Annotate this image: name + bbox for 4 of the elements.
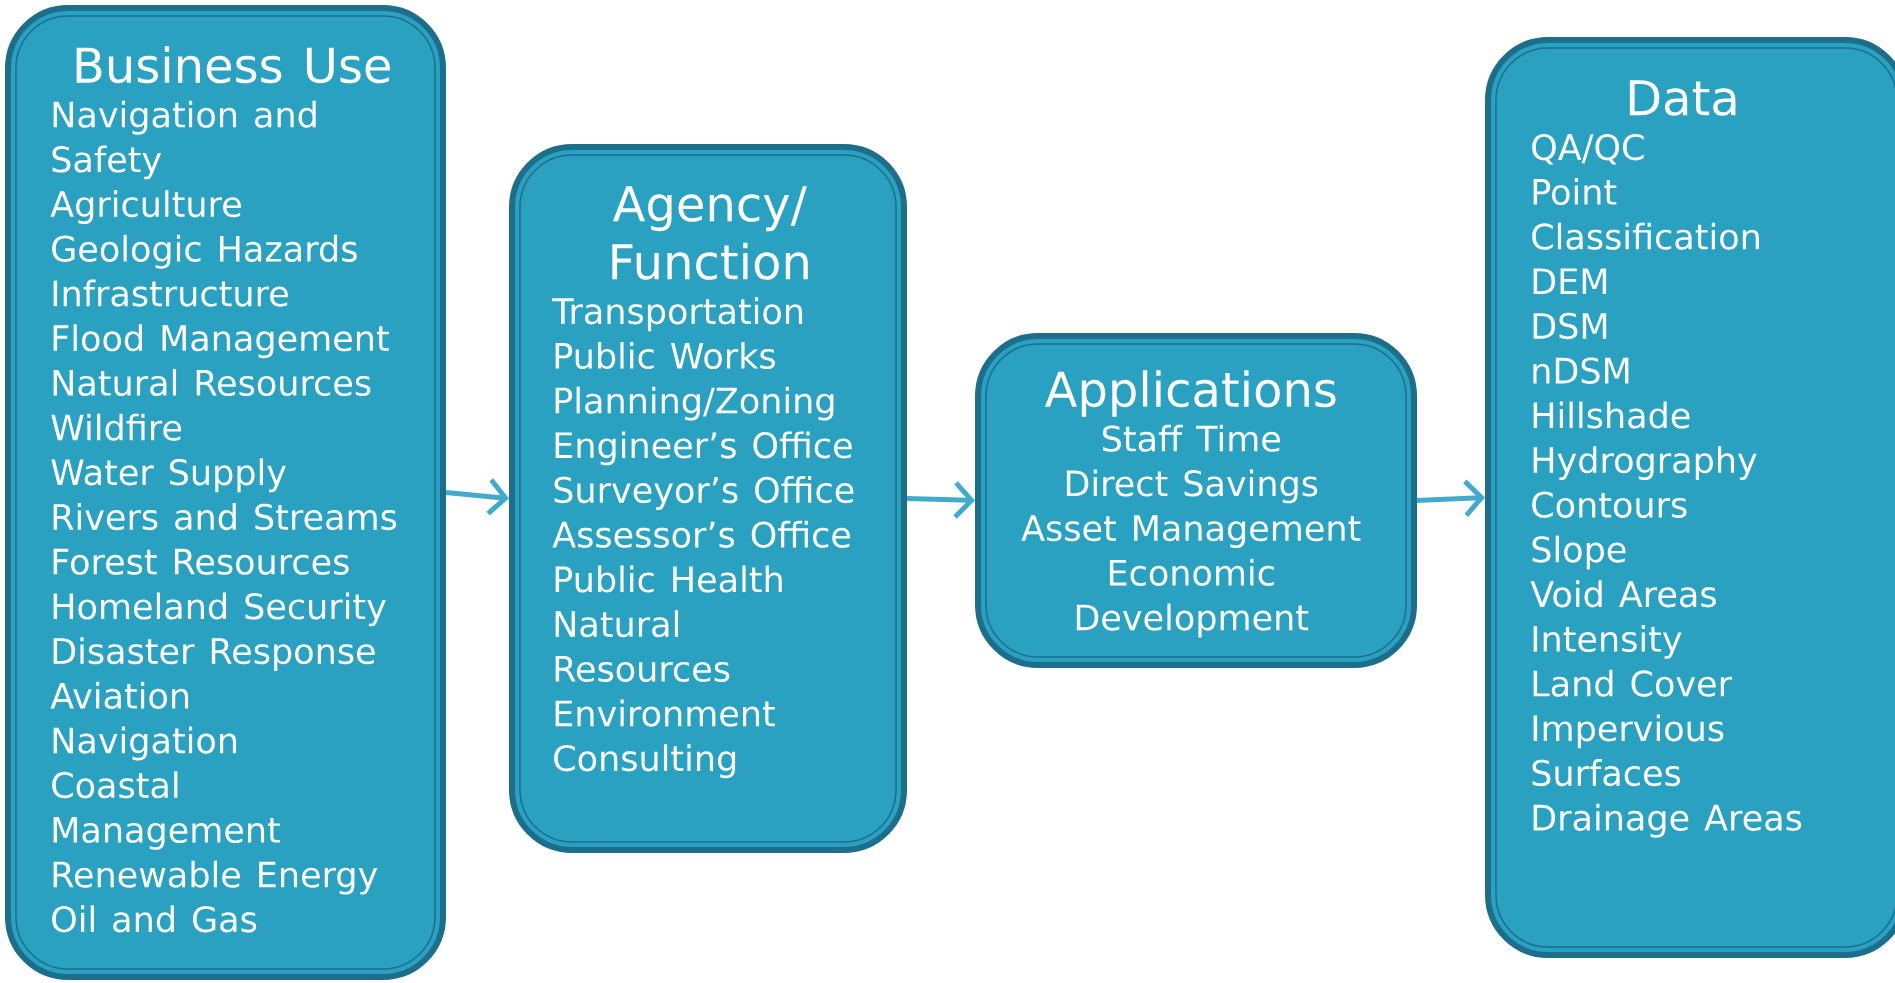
category-box: Agency/ Function Transportation Public Works Planning/Zoning Engineer’s Office Surveyor’s Office Assessor’s Office Public Health Natural Resources Environment Consulting <box>509 144 907 853</box>
category-box: Data QA/QC Point Classification DEM DSM nDSM Hillshade Hydrography Contours Slope Void Areas Intensity Land Cover Impervious Surfaces Drainage Areas <box>1485 37 1895 958</box>
category-box: Applications Staff Time Direct Savings Asset Management Economic Development <box>975 333 1417 668</box>
category-box: Business Use Navigation and Safety Agriculture Geologic Hazards Infrastructure Flood Management Natural Resources Wildfire Water Supply Rivers and Streams Forest Resources Homeland Security Disaster Response Aviation Navigation Coastal Management Renewable Energy Oil and Gas <box>5 5 446 980</box>
